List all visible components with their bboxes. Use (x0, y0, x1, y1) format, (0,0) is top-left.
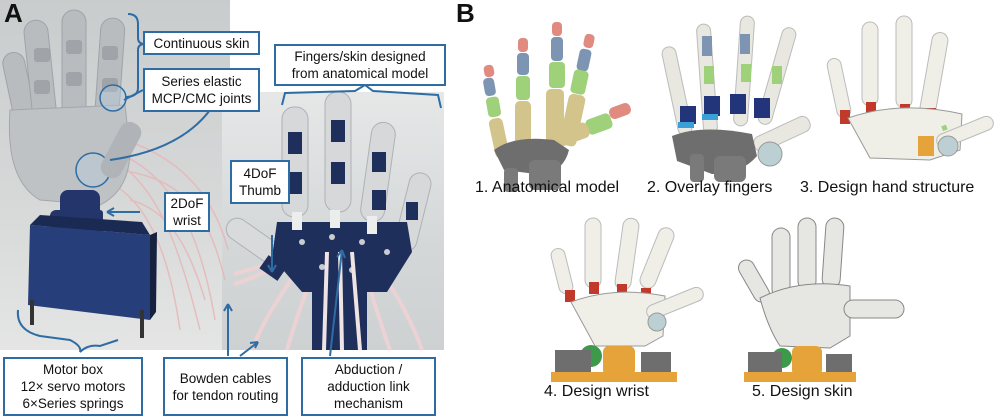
callout-wrist: 2DoF wrist (164, 192, 210, 232)
callout-thumb: 4DoF Thumb (230, 160, 290, 204)
skin-thumb (100, 121, 142, 179)
brace-motor-box (16, 309, 119, 353)
callout-series-elastic: Series elastic MCP/CMC joints (143, 68, 260, 112)
step-label-5: 5. Design skin (752, 383, 853, 400)
callout-motor-box: Motor box 12× servo motors 6×Series spri… (3, 357, 143, 416)
arrow-abduction (329, 249, 343, 357)
render-design-skin (738, 217, 905, 382)
left-hand-photo (2, 9, 229, 338)
brace-continuous-skin (124, 13, 146, 98)
finger-segments (34, 40, 118, 94)
line-series-elastic-mcp (123, 89, 144, 101)
step-label-2: 2. Overlay fingers (647, 179, 773, 196)
panel-label-b: B (456, 0, 475, 28)
ulna-bone (504, 168, 518, 192)
callout-continuous-skin: Continuous skin (143, 31, 260, 55)
brace-fingers-skin (281, 83, 442, 109)
render-design-wrist (550, 217, 704, 382)
callout-fingers-skin: Fingers/skin designed from anatomical mo… (274, 44, 446, 86)
skin-palm-shell (759, 283, 851, 349)
radius-bone (529, 160, 561, 190)
finger-servo-boards (288, 120, 418, 220)
bones (483, 22, 631, 159)
step-label-4: 4. Design wrist (544, 383, 649, 400)
render-anatomical-model (483, 22, 631, 192)
arrow-bowden-2 (239, 341, 259, 357)
line-series-elastic-cmc (109, 109, 211, 161)
step-label-1: 1. Anatomical model (475, 179, 620, 196)
skin-fingers (2, 9, 126, 124)
motor-box (28, 225, 150, 320)
step-label-3: 3. Design hand structure (800, 179, 975, 196)
render-overlay-fingers (661, 15, 811, 182)
render-hand-structure (826, 15, 994, 161)
panel-label-a: A (4, 0, 23, 28)
callout-bowden: Bowden cables for tendon routing (163, 357, 288, 416)
callout-abduction: Abduction / adduction link mechanism (301, 357, 436, 416)
